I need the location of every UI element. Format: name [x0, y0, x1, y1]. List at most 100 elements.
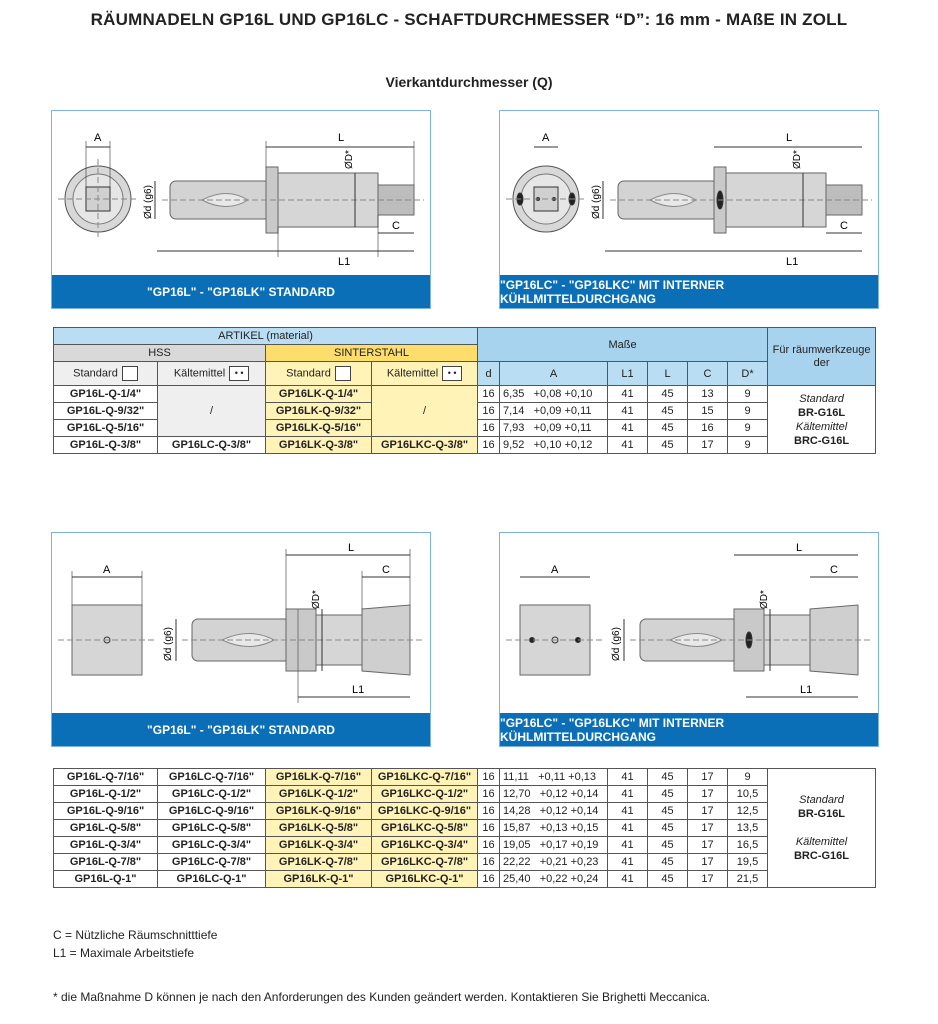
cell-cc: 17	[687, 819, 728, 837]
cell-l: 45	[647, 870, 688, 888]
cell-cc: 17	[687, 785, 728, 803]
cell-c: GP16LK-Q-1/2"	[265, 785, 372, 803]
cell-cc: 17	[687, 836, 728, 854]
dim-a-label: A	[551, 564, 559, 576]
cell-cc: 17	[687, 768, 728, 786]
cell-l1: 41	[607, 836, 648, 854]
cell-dd: 12,5	[727, 802, 768, 820]
cell-a: GP16L-Q-7/16"	[53, 768, 158, 786]
cell-d: 16	[477, 819, 500, 837]
dim-c-label: C	[392, 220, 400, 232]
panel-caption: "GP16L" - "GP16LK" STANDARD	[52, 275, 430, 308]
broach-drawing-round-coolant: A L ØD* Ød (g6) C L1	[506, 132, 872, 268]
table-row: GP16L-Q-7/8"GP16LC-Q-7/8"GP16LK-Q-7/8"GP…	[53, 853, 876, 871]
cell-c: GP16LK-Q-9/16"	[265, 802, 372, 820]
dim-d-label: ØD*	[792, 150, 803, 169]
footnote: * die Maßnahme D können je nach den Anfo…	[53, 990, 711, 1004]
dim-l-label: L	[348, 542, 354, 554]
broach-drawing-round: A L ØD* Ød (g6) C L1	[58, 132, 424, 268]
cell-l: 45	[647, 768, 688, 786]
standard-square-icon	[334, 366, 351, 381]
cell-a: GP16L-Q-1/2"	[53, 785, 158, 803]
cell-dd: 9	[727, 768, 768, 786]
cell-a: GP16L-Q-5/8"	[53, 819, 158, 837]
coolant-square-icon: • •	[229, 366, 250, 381]
table-row: GP16L-Q-7/16"GP16LC-Q-7/16"GP16LK-Q-7/16…	[53, 768, 876, 888]
cell-b: GP16LC-Q-1/2"	[157, 785, 266, 803]
cell-l: 45	[647, 785, 688, 803]
cell-e: GP16LKC-Q-5/8"	[371, 819, 478, 837]
cell-l: 45	[647, 853, 688, 871]
page-subtitle: Vierkantdurchmesser (Q)	[385, 74, 553, 90]
dim-small-d-label: Ød (g6)	[143, 185, 154, 219]
cell-b: GP16LC-Q-3/4"	[157, 836, 266, 854]
cell-d: 16	[477, 870, 500, 888]
dim-l1-label: L1	[786, 256, 798, 268]
col-standard-hss: Standard	[53, 361, 158, 386]
cell-dd: 13,5	[727, 819, 768, 837]
a-tolerance-cell: 25,40 +0,22 +0,24	[499, 870, 608, 888]
panel-caption: "GP16LC" - "GP16LKC" MIT INTERNER KÜHLMI…	[500, 275, 878, 308]
dim-a-label: A	[94, 132, 102, 144]
a-tolerance-cell: 19,05 +0,17 +0,19	[499, 836, 608, 854]
masse-header: Maße	[476, 327, 769, 362]
note-c: C = Nützliche Räumschnitttiefe	[53, 928, 218, 942]
hss-header: HSS	[53, 344, 266, 362]
cell-d: 16	[477, 836, 500, 854]
cell-l1: 41	[607, 819, 648, 837]
cell-b: GP16LC-Q-9/16"	[157, 802, 266, 820]
broach-drawing-square: A L ØD* Ød (g6) C L1	[58, 542, 424, 703]
drawing-panel-standard-large: A L ØD* Ød (g6) C L1 "GP16L" - "GP16LK" …	[51, 532, 431, 747]
cell-b: GP16LC-Q-1"	[157, 870, 266, 888]
cell-dd: 10,5	[727, 785, 768, 803]
artikel-header: ARTIKEL (material)	[53, 327, 478, 345]
cell-a: GP16L-Q-7/8"	[53, 853, 158, 871]
cell-b: GP16LC-Q-7/8"	[157, 853, 266, 871]
cell-d: 16	[477, 802, 500, 820]
cell-l1: 41	[607, 802, 648, 820]
drawing-panel-coolant-small: A L ØD* Ød (g6) C L1 "GP16LC" - "GP16LKC…	[499, 110, 879, 309]
cell-d: 16	[477, 768, 500, 786]
dim-d-label: ØD*	[759, 590, 770, 609]
cell-c: GP16LK-Q-7/8"	[265, 853, 372, 871]
table-row: GP16L-Q-5/8"GP16LC-Q-5/8"GP16LK-Q-5/8"GP…	[53, 819, 876, 837]
spec-table-large: GP16L-Q-7/16"GP16LC-Q-7/16"GP16LK-Q-7/16…	[53, 768, 876, 888]
cell-l1: 41	[607, 853, 648, 871]
cell-l1: 41	[607, 785, 648, 803]
dim-a-label: A	[542, 132, 550, 144]
spec-table-small: ARTIKEL (material) Maße Für räumwerkzeug…	[53, 327, 877, 454]
cell-dd: 21,5	[727, 870, 768, 888]
cell-e: GP16LKC-Q-3/4"	[371, 836, 478, 854]
a-tolerance-cell: 22,22 +0,21 +0,23	[499, 853, 608, 871]
dim-l1-label: L1	[800, 684, 812, 696]
drawing-panel-coolant-large: A L ØD* Ød (g6) C L1 "GP16LC" - "GP16LKC…	[499, 532, 879, 747]
dim-a-label: A	[103, 564, 111, 576]
col-l1: L1	[607, 361, 648, 386]
table-row: GP16L-Q-1/4" / GP16LK-Q-1/4" / 16 6,35 +…	[53, 385, 877, 454]
cell-e: GP16LKC-Q-9/16"	[371, 802, 478, 820]
cell-b: GP16LC-Q-7/16"	[157, 768, 266, 786]
dim-l-label: L	[338, 132, 344, 144]
col-kalt-hss: Kältemittel• •	[157, 361, 266, 386]
dim-small-d-label: Ød (g6)	[591, 185, 602, 219]
dim-l-label: L	[796, 542, 802, 554]
cell-l: 45	[647, 836, 688, 854]
a-tolerance-cell: 14,28 +0,12 +0,14	[499, 802, 608, 820]
panel-caption: "GP16LC" - "GP16LKC" MIT INTERNER KÜHLMI…	[500, 713, 878, 746]
col-c: C	[687, 361, 728, 386]
a-tolerance-cell: 11,11 +0,11 +0,13	[499, 768, 608, 786]
col-dstar: D*	[726, 361, 769, 386]
drawing-panel-standard-small: A L ØD* Ød (g6) C L1 "GP16L" - "GP16LK" …	[51, 110, 431, 309]
cell-b: GP16LC-Q-5/8"	[157, 819, 266, 837]
table-row: GP16L-Q-1"GP16LC-Q-1"GP16LK-Q-1"GP16LKC-…	[53, 870, 876, 888]
cell-a: GP16L-Q-3/4"	[53, 836, 158, 854]
coolant-square-icon: • •	[442, 366, 463, 381]
cell-d: 16	[477, 853, 500, 871]
fuer-header: Für räumwerkzeuge der	[767, 327, 877, 386]
cell-l: 45	[647, 802, 688, 820]
note-l1: L1 = Maximale Arbeitstiefe	[53, 946, 195, 960]
dim-l1-label: L1	[352, 684, 364, 696]
standard-square-icon	[121, 366, 138, 381]
